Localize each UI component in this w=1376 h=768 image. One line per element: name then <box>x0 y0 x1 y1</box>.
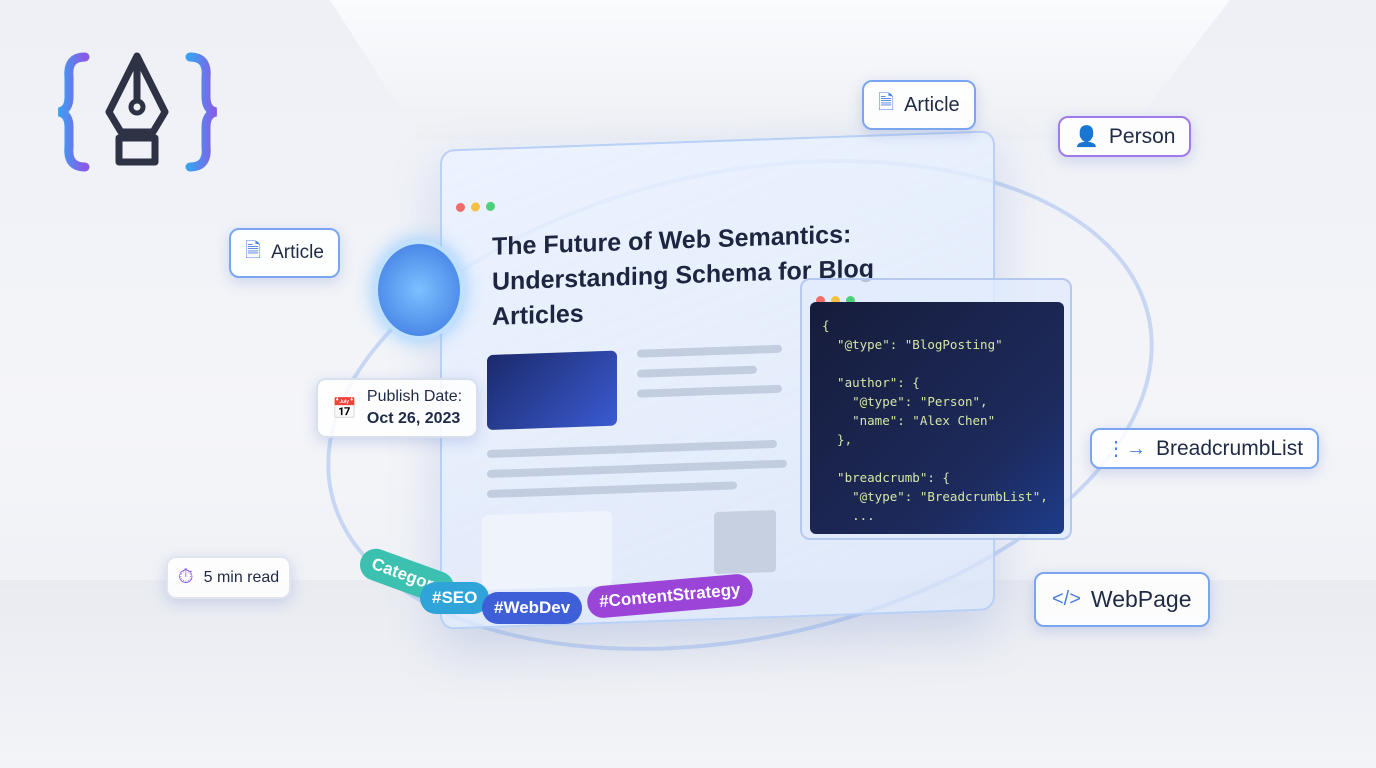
chip-article: 🗎 Article <box>862 80 976 130</box>
chip-breadcrumblist: ⋮→ BreadcrumbList <box>1090 428 1320 469</box>
window-controls <box>816 296 855 305</box>
document-icon: 🗎 <box>245 240 262 262</box>
text-line <box>487 439 777 459</box>
chip-label: WebPage <box>1090 586 1192 612</box>
person-icon: 👤 <box>1074 126 1099 148</box>
hero-chart-image <box>487 350 617 431</box>
author-avatar <box>374 240 464 340</box>
stopwatch-icon: ⏱ <box>178 566 194 588</box>
chip-publish-date: 📅 Publish Date: Oct 26, 2023 <box>316 378 479 438</box>
code-block: { "@type": "BlogPosting" "author": { "@t… <box>810 302 1064 534</box>
bar-chart-thumbnail <box>482 510 612 591</box>
publish-date: Oct 26, 2023 <box>366 410 461 427</box>
pen-braces-logo-icon <box>57 52 218 172</box>
publish-label: Publish Date: <box>366 388 463 405</box>
text-line <box>487 481 737 499</box>
text-line <box>637 365 757 378</box>
text-line <box>637 384 782 398</box>
image-placeholder-icon <box>714 509 776 575</box>
chip-person: 👤 Person <box>1058 116 1192 157</box>
calendar-icon: 📅 <box>332 397 357 420</box>
tag-seo: #SEO <box>420 582 490 614</box>
tag-webdev: #WebDev <box>482 592 583 624</box>
chip-webpage: </> WebPage <box>1034 572 1210 627</box>
chip-label: Person <box>1108 124 1176 148</box>
chip-label: 5 min read <box>203 568 280 586</box>
code-window-icon: </> <box>1052 588 1081 610</box>
text-line <box>637 344 782 358</box>
window-controls <box>456 201 495 213</box>
chip-read-time: ⏱ 5 min read <box>166 556 292 599</box>
json-ld-code-window: { "@type": "BlogPosting" "author": { "@t… <box>800 278 1072 540</box>
chip-label: Article <box>904 93 960 116</box>
chip-article: 🗎 Article <box>229 228 340 278</box>
text-line <box>487 459 787 479</box>
chip-label: Article <box>271 242 324 263</box>
chip-label: BreadcrumbList <box>1156 436 1304 460</box>
document-icon: 🗎 <box>878 92 895 114</box>
breadcrumb-tree-icon: ⋮→ <box>1106 438 1146 460</box>
